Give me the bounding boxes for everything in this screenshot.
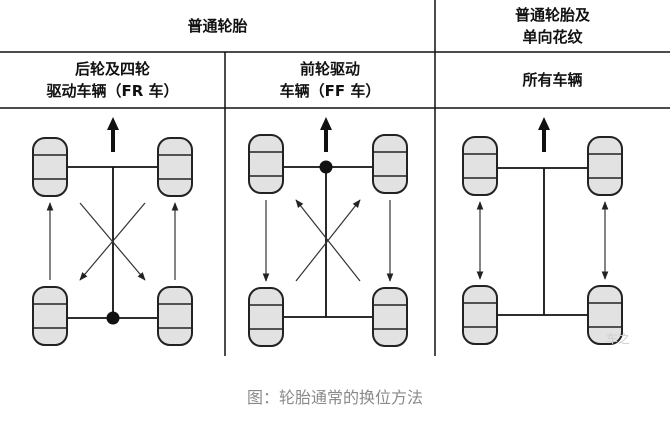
tire-icon <box>32 137 68 197</box>
diagram-frame: 普通轮胎 普通轮胎及 单向花纹 后轮及四轮 驱动车辆（FR 车） 前轮驱动 车辆… <box>0 0 670 356</box>
rotation-arrow <box>79 202 146 281</box>
tire-icon <box>157 286 193 346</box>
rotation-arrow <box>295 199 361 282</box>
tire-icon <box>157 137 193 197</box>
drive-axle-dot <box>106 311 120 325</box>
column-label-fr: 后轮及四轮 驱动车辆（FR 车） <box>46 60 179 100</box>
rotation-diagram-svg <box>0 0 670 356</box>
figure-caption: 图：轮胎通常的换位方法 <box>246 388 423 407</box>
tire-icon <box>32 286 68 346</box>
tire-icon <box>587 285 623 345</box>
tire-icon <box>372 134 408 194</box>
tire-icon <box>248 287 284 347</box>
tire-icon <box>462 285 498 345</box>
forward-arrow-icon <box>538 117 550 130</box>
tire-icon <box>462 136 498 196</box>
forward-arrow-icon <box>107 117 119 130</box>
forward-arrow-icon <box>320 117 332 130</box>
column-label-all: 所有车辆 <box>522 71 583 89</box>
column-label-ff: 前轮驱动 车辆（FF 车） <box>279 60 381 100</box>
header-normal-tires: 普通轮胎 <box>187 17 248 35</box>
tire-icon <box>372 287 408 347</box>
header-directional-tires: 普通轮胎及 单向花纹 <box>514 6 590 46</box>
tire-icon <box>248 134 284 194</box>
drive-axle-dot <box>319 160 333 174</box>
watermark: 车之 <box>606 332 631 346</box>
tire-icon <box>587 136 623 196</box>
